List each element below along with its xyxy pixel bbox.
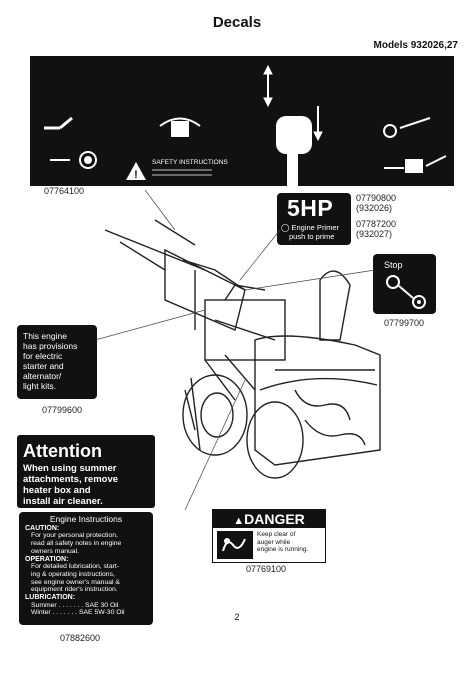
page-title: Decals — [212, 14, 262, 31]
attention-body: When using summer attachments, remove he… — [23, 463, 149, 507]
danger-header-text: DANGER — [244, 511, 305, 527]
primer-line-2: push to prime — [289, 232, 335, 241]
engine-line-6: light kits. — [23, 381, 57, 391]
arrow-down-icon — [313, 106, 323, 142]
auger-hand-icon — [217, 531, 253, 559]
stop-part-number: 07799700 — [384, 318, 425, 328]
caution-line-1: For your personal protection, — [31, 532, 118, 540]
attention-line-3: heater box and — [23, 485, 91, 496]
engine-line-3: for electric — [23, 351, 63, 361]
danger-line-1: Keep clear of — [257, 531, 296, 538]
danger-part-number: 07769100 — [246, 564, 287, 574]
danger-line-2: auger while — [257, 538, 291, 546]
attention-line-1: When using summer — [23, 463, 117, 474]
lever-icon — [44, 116, 73, 130]
engine-instructions-decal: Engine Instructions CAUTION: For your pe… — [19, 512, 153, 625]
auger-drive-icon — [50, 151, 97, 169]
chute-control-icon — [159, 117, 201, 137]
arrow-up-down-icon — [263, 64, 273, 108]
svg-text:!: ! — [134, 169, 138, 181]
hp-decal: 5HP ◯ Engine Primer push to prime — [277, 193, 351, 245]
engine-line-4: starter and — [23, 361, 64, 371]
operation-line-3: see engine owner's manual & — [31, 578, 120, 586]
primer-line-1: Engine Primer — [291, 223, 340, 232]
panel-part-number: 07764100 — [44, 186, 85, 196]
caution-heading: CAUTION: — [25, 524, 60, 532]
stop-decal: Stop — [373, 254, 436, 314]
hp-text: 5HP — [287, 195, 334, 221]
instructions-title: Engine Instructions — [49, 514, 123, 524]
engine-line-1: This engine — [23, 331, 67, 341]
hp-model-1: (932026) — [356, 203, 393, 213]
attention-line-4: install air cleaner. — [23, 496, 103, 507]
caution-line-3: owners manual. — [31, 547, 79, 555]
engine-provisions-decal: This engine has provisions for electric … — [17, 325, 97, 399]
attention-decal: Attention When using summer attachments,… — [17, 435, 155, 508]
operation-line-2: ing & operating instructions, — [31, 570, 115, 578]
engine-line-2: has provisions — [23, 341, 78, 351]
danger-header: ▲DANGER — [213, 510, 325, 528]
primer-icon: ◯ — [281, 223, 290, 232]
hp-part-numbers: 07790800 (932026) 07787200 (932027) — [356, 193, 396, 239]
lubrication-line-2: Winter . . . . . . . SAE 5W-30 Oil — [31, 609, 125, 617]
engine-part-number: 07799600 — [42, 405, 83, 415]
danger-line-3: engine is running. — [257, 546, 309, 553]
warning-triangle-icon: ! — [126, 162, 146, 181]
models-label: Models 932026,27 — [373, 40, 459, 51]
instructions-part-number: 07882600 — [60, 633, 101, 643]
danger-decal: ▲DANGER Keep clear of auger while engine… — [212, 509, 326, 563]
attention-title: Attention — [23, 441, 102, 461]
stop-label: Stop — [384, 260, 403, 270]
hp-part-number-2: 07787200 — [356, 219, 397, 229]
danger-text: Keep clear of auger while engine is runn… — [257, 531, 321, 554]
lubrication-line-1: Summer . . . . . . . SAE 30 Oil — [31, 601, 119, 609]
operation-heading: OPERATION: — [25, 555, 69, 563]
key-icon — [386, 275, 426, 309]
engine-line-5: alternator/ — [23, 371, 62, 381]
snow-thrower-illustration — [95, 190, 381, 511]
hp-part-number-1: 07790800 — [356, 193, 397, 203]
hp-model-2: (932027) — [356, 229, 393, 239]
operation-line-1: For detailed lubrication, start- — [31, 563, 120, 571]
lubrication-heading: LUBRICATION: — [25, 594, 76, 602]
caution-line-2: read all safety notes in engine — [31, 540, 122, 548]
attention-line-2: attachments, remove — [23, 474, 119, 485]
page-number: 2 — [234, 612, 240, 622]
warning-triangle-icon: ▲ — [233, 515, 245, 527]
safety-instructions-label: SAFETY INSTRUCTIONS — [152, 159, 228, 166]
traction-drive-icon — [383, 117, 447, 173]
primer-text: ◯ Engine Primer push to prime — [281, 223, 339, 241]
operation-line-4: equipment rider's instruction. — [31, 586, 118, 594]
control-panel-decal: ! SAFETY INSTRUCTIONS — [30, 56, 454, 186]
